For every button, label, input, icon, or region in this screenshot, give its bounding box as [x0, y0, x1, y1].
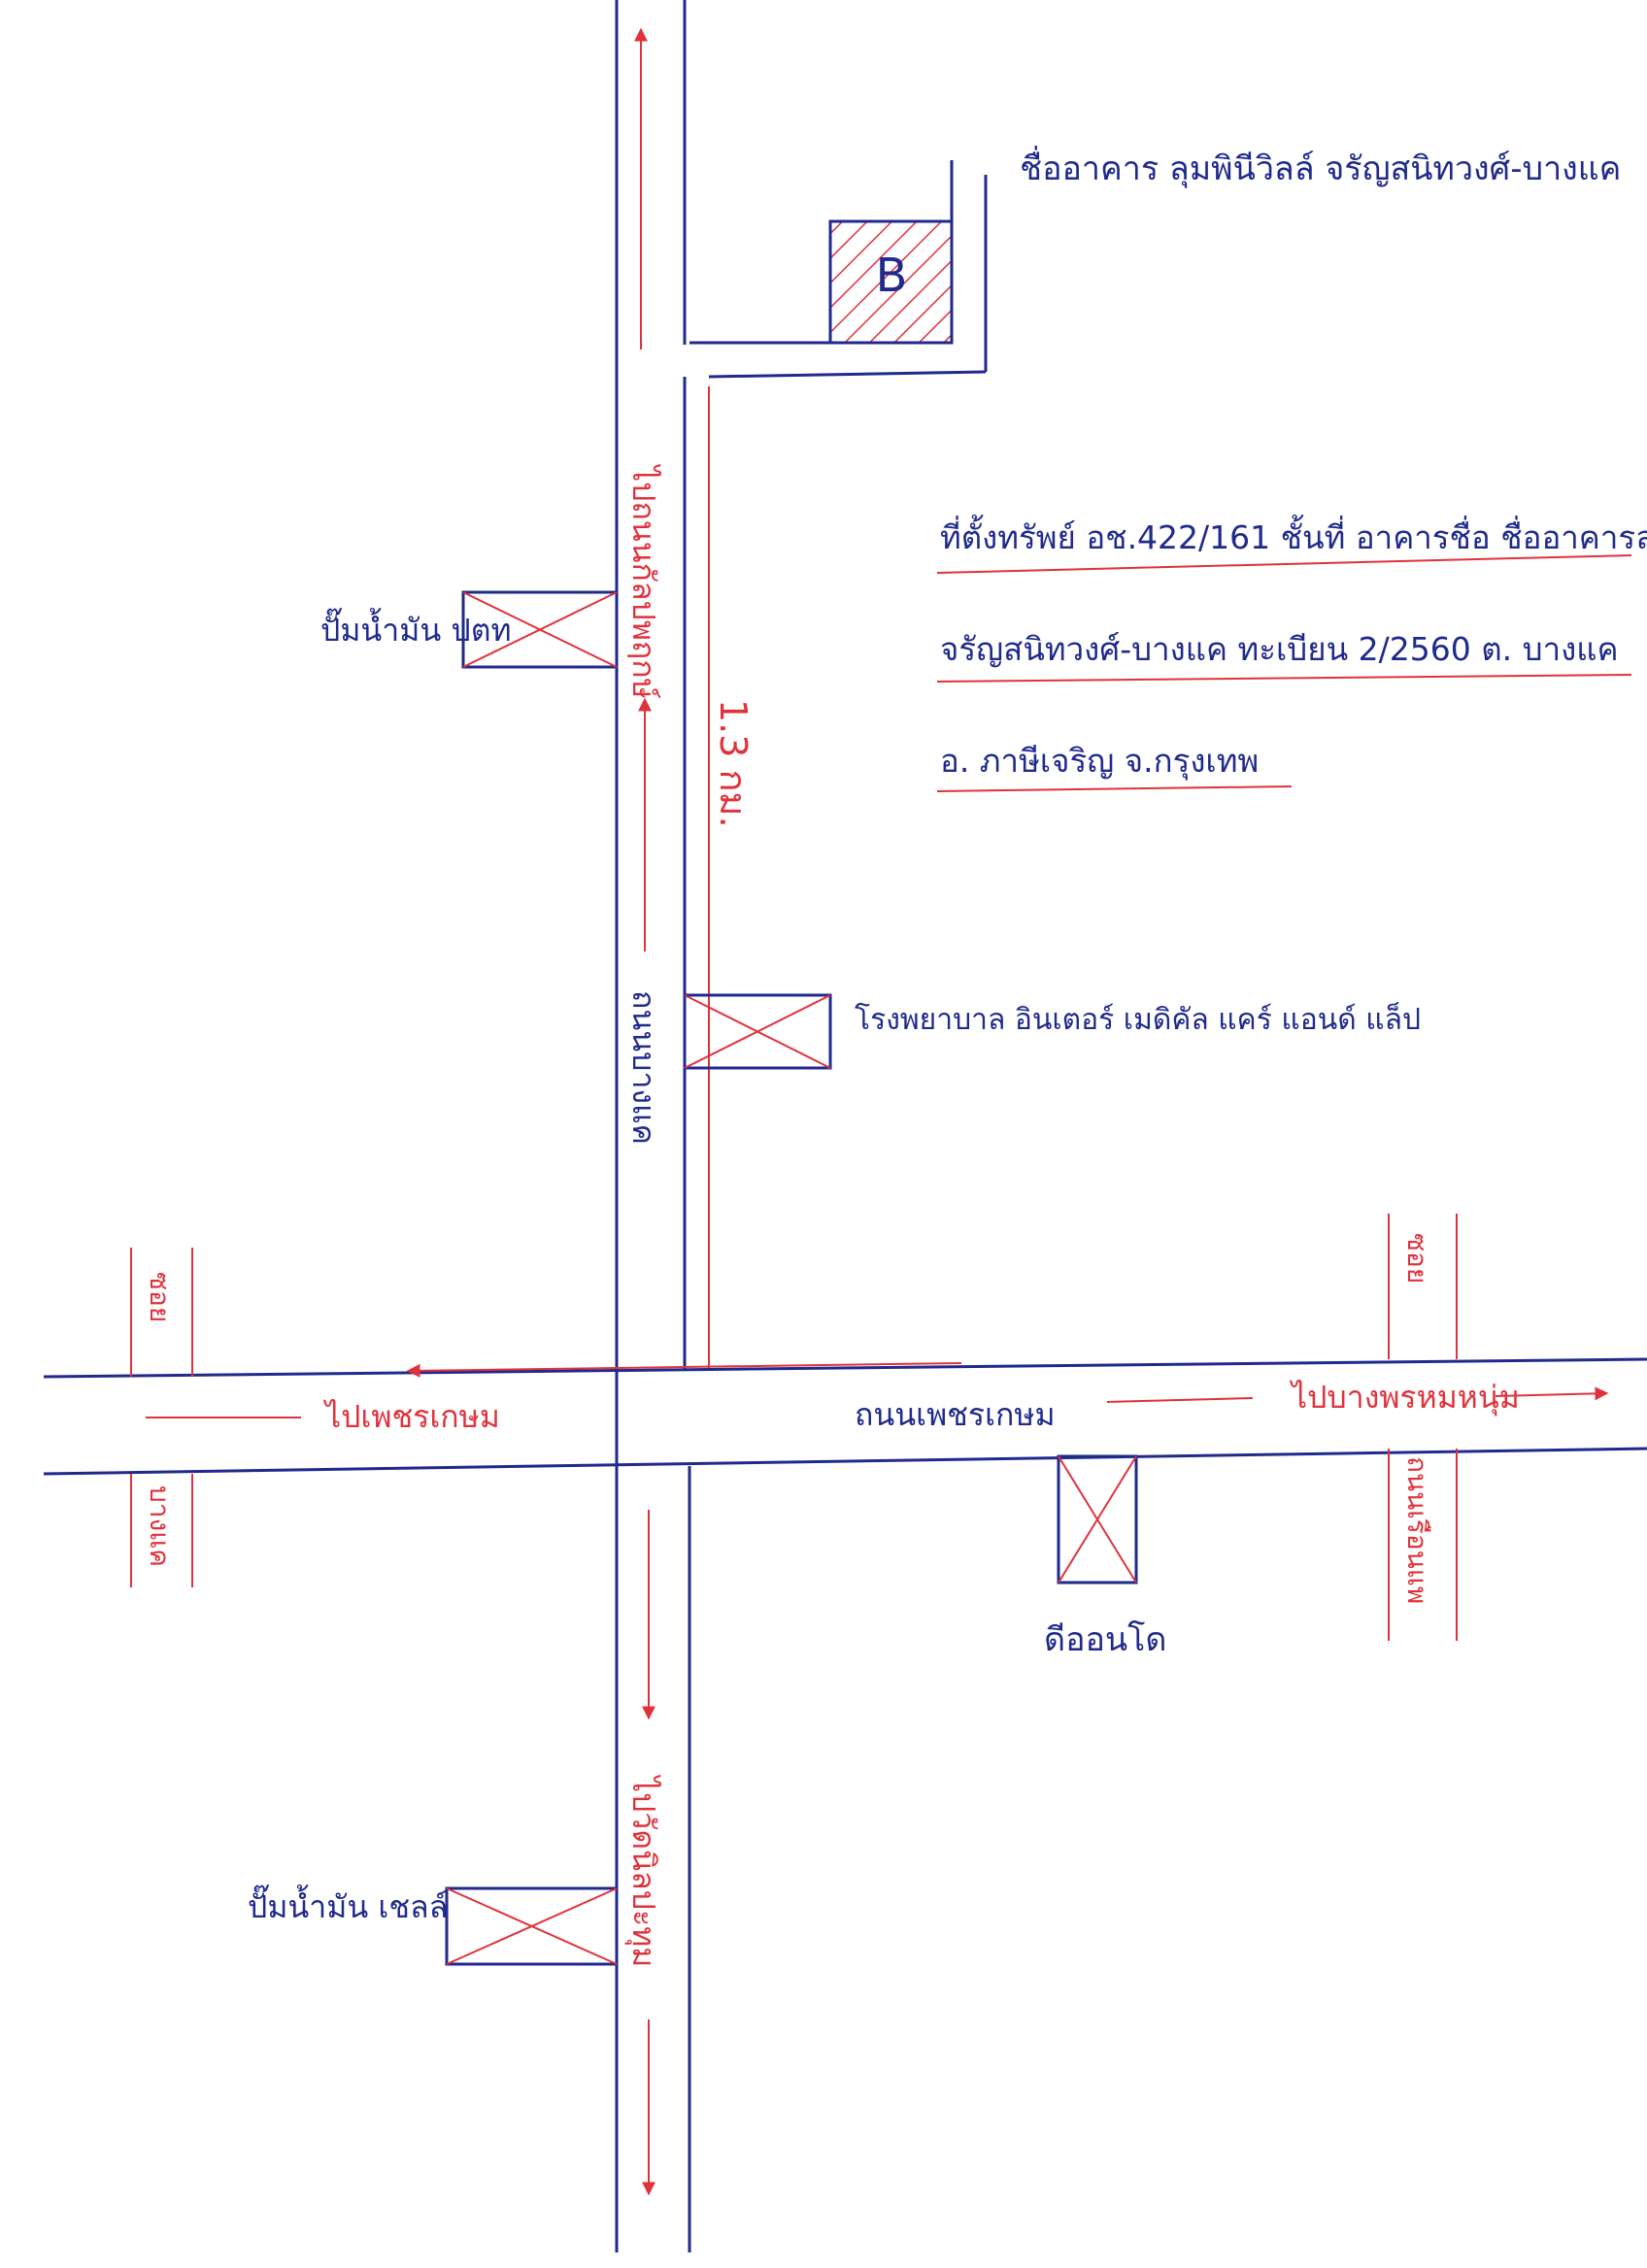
landmark-dunkin-box	[1057, 1454, 1138, 1584]
main-road-west-label: ไปเพชรเกษม	[322, 1398, 500, 1435]
left-side-street	[130, 1248, 193, 1587]
vertical-road	[615, 0, 710, 2252]
main-road-east-label: ไปบางพรหมหนุ่ม	[1289, 1379, 1520, 1417]
right-side-street	[1388, 1214, 1458, 1641]
landmark-gas-station-shell-label: ปั๊มน้ำมัน เชลล์	[248, 1884, 448, 1925]
right-bottom-label: ถนนเรือนแพ	[1401, 1456, 1433, 1604]
property-label: ชื่ออาคาร ลุมพินีวิลล์ จรัญสนิทวงศ์-บางแ…	[1020, 146, 1621, 188]
left-top-label: ซอย	[144, 1272, 176, 1322]
landmark-hospital-label: โรงพยาบาล อินเตอร์ เมดิคัล แคร์ แอนด์ แล…	[855, 1001, 1421, 1037]
main-road	[43, 1357, 1647, 1476]
vertical-road-south-label: ไปวัดนิลปะทุม	[624, 1774, 662, 1967]
landmark-dunkin-label: ดีออนโด	[1044, 1620, 1167, 1659]
landmark-gas-station-ptt-label: ปั๊มน้ำมัน ปตท	[320, 608, 512, 649]
address-line-3: อ. ภาษีเจริญ จ.กรุงเทพ	[940, 742, 1259, 781]
address-block: ที่ตั้งทรัพย์ อช.422/161 ชั้นที่ อาคารชื…	[936, 515, 1647, 792]
property-marker: B	[876, 249, 908, 303]
distance-label: 1.3 กม.	[712, 699, 755, 828]
vertical-road-north-label: ไปถนนกัลปพฤกษ์	[625, 463, 662, 699]
landmark-gas-station-shell-box	[445, 1886, 619, 1966]
landmark-gas-station-ptt-box	[461, 590, 619, 669]
landmark-hospital-box	[683, 993, 832, 1070]
vertical-road-name: ถนนบางแค	[625, 990, 662, 1145]
left-bottom-label: บางแค	[144, 1485, 176, 1567]
main-road-name: ถนนเพชรเกษม	[855, 1396, 1056, 1433]
address-line-1: ที่ตั้งทรัพย์ อช.422/161 ชั้นที่ อาคารชื…	[940, 515, 1647, 557]
right-top-label: ซอย	[1401, 1233, 1433, 1284]
address-line-2: จรัญสนิทวงศ์-บางแค ทะเบียน 2/2560 ต. บาง…	[940, 630, 1619, 668]
property-building: B	[828, 219, 954, 345]
